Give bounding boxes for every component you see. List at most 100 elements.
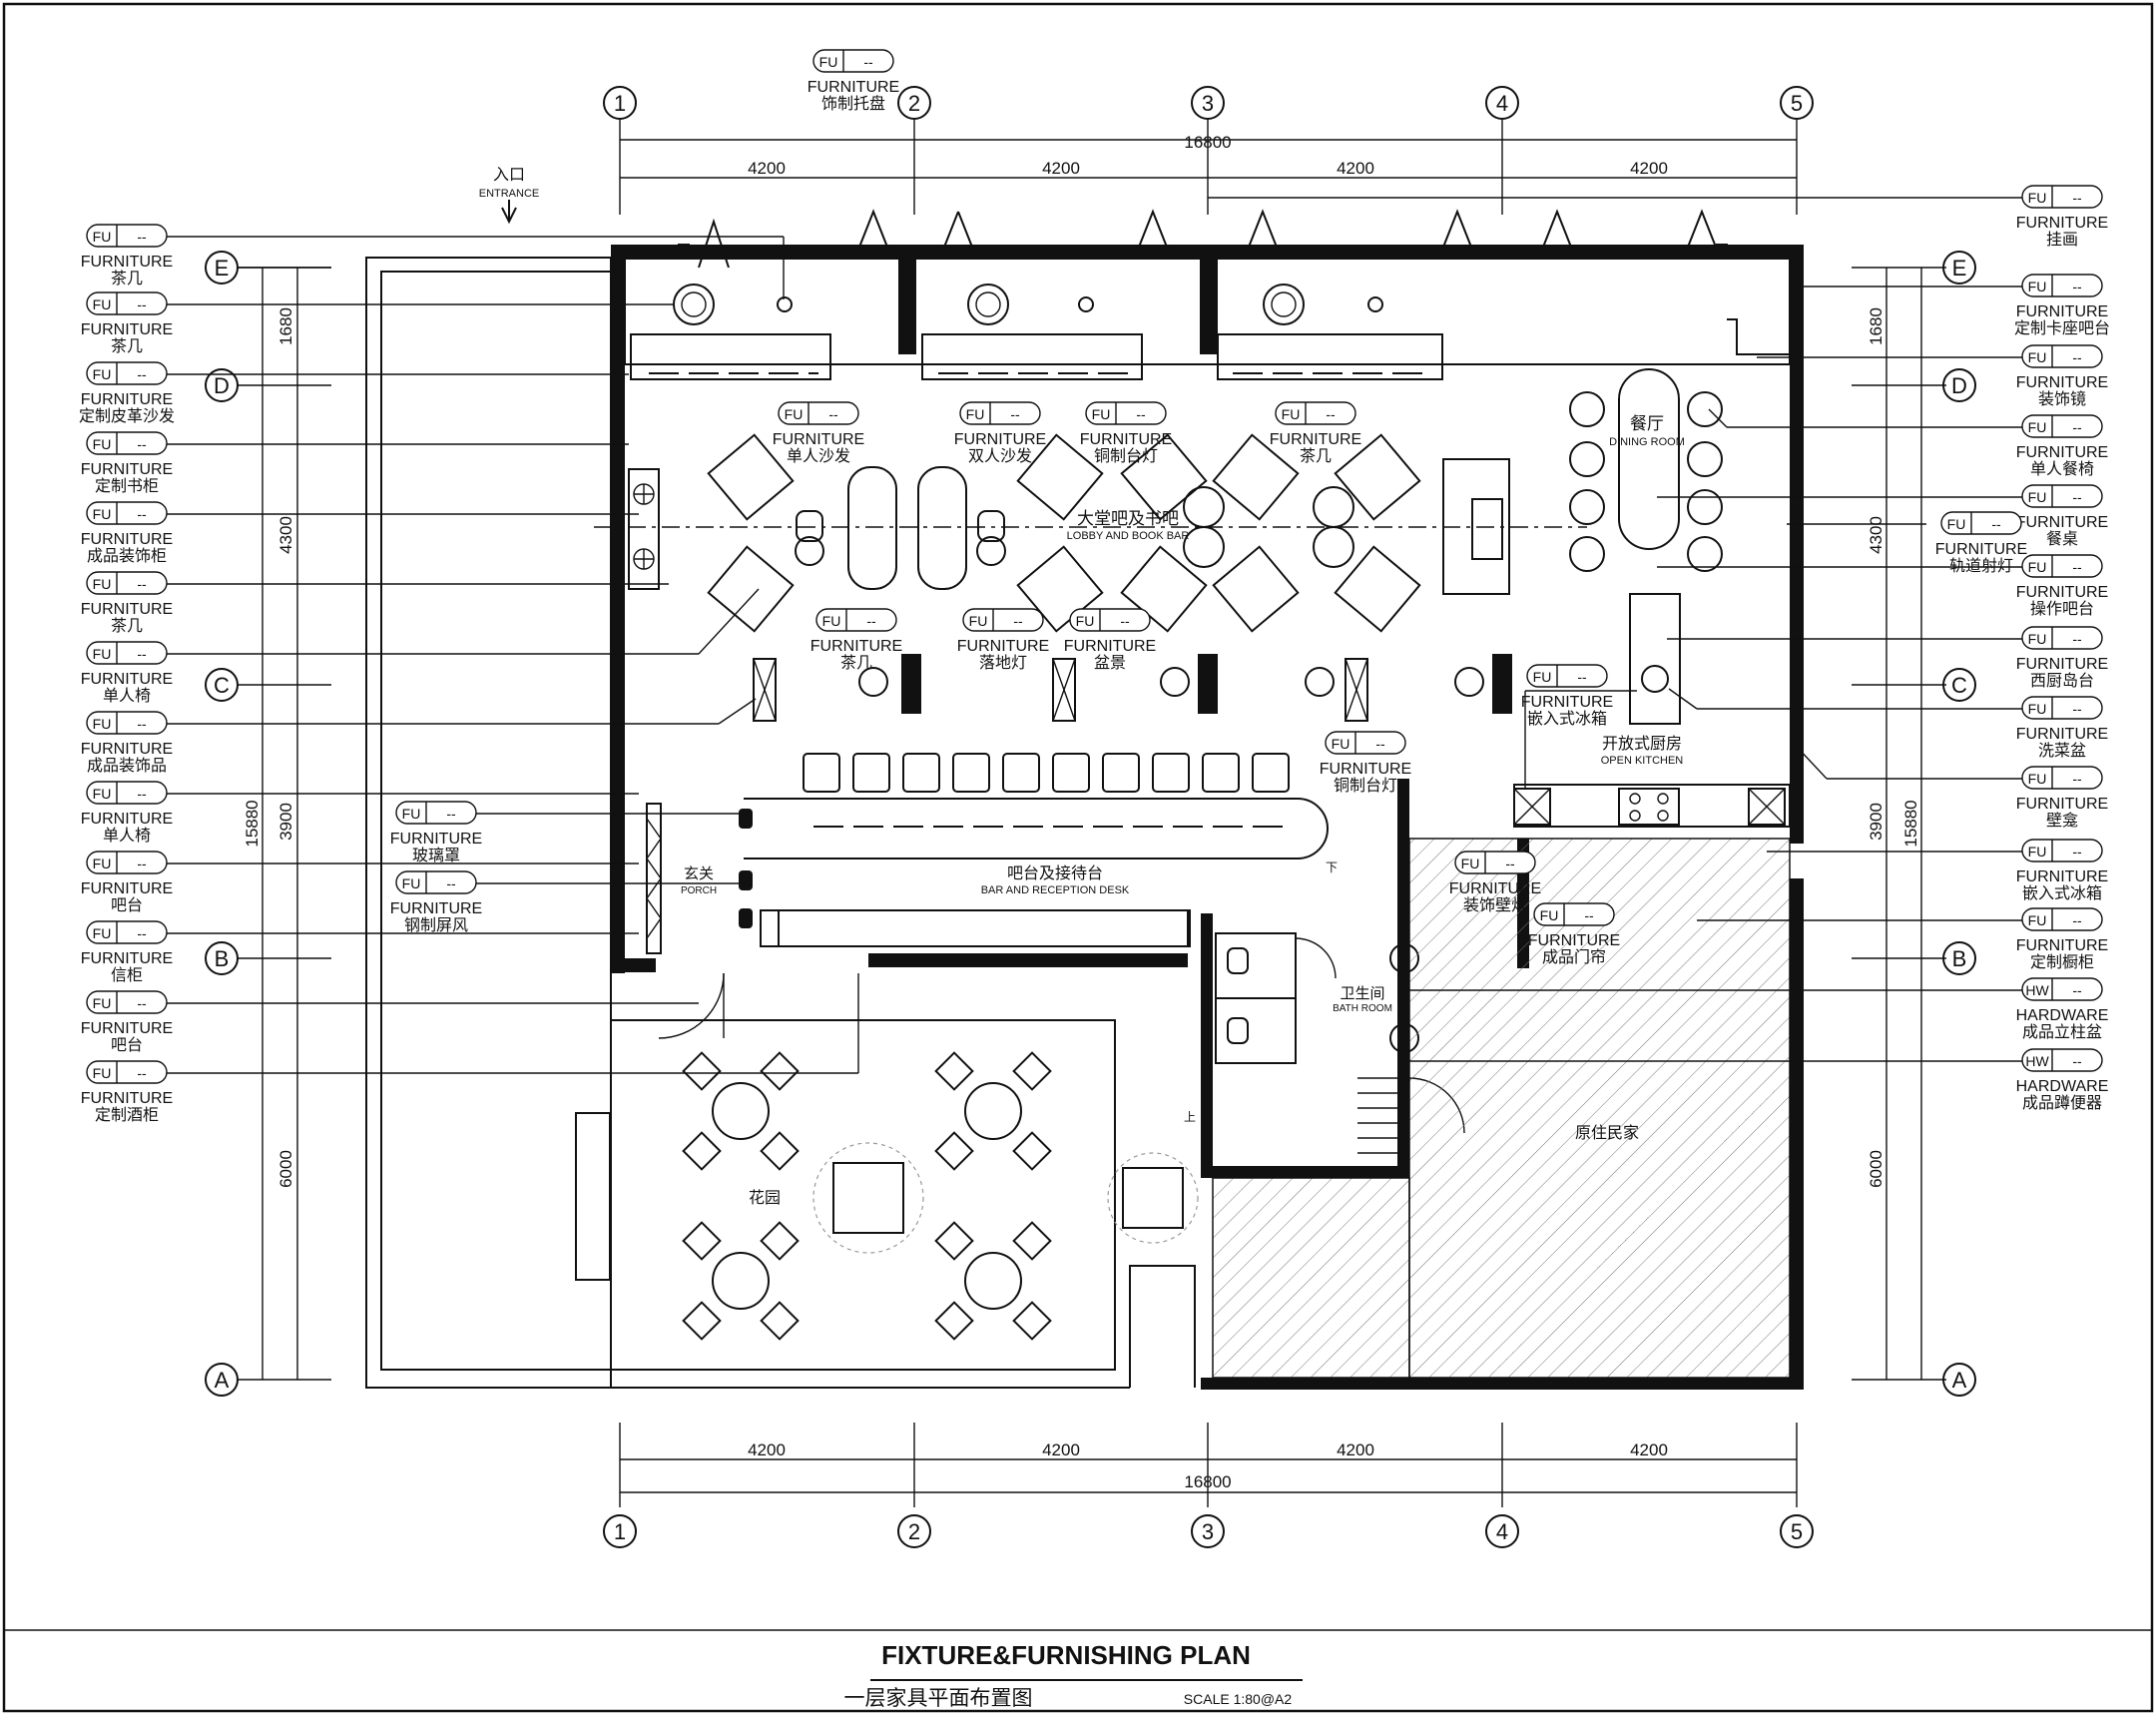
tag-planter-code: FU	[1076, 613, 1095, 629]
tag-door-curtain-category: FURNITURE	[1528, 932, 1620, 949]
tag-left-7-code: FU	[93, 646, 112, 662]
tag-deco-lamp-category: FURNITURE	[1449, 880, 1541, 897]
tag-right-8-category: FURNITURE	[2016, 726, 2108, 743]
tag-top-tray-label: 饰制托盘	[821, 94, 885, 113]
dim-left-1: 1680	[276, 307, 295, 345]
tag-steel-screen-label: 钢制屏风	[404, 915, 468, 934]
tag-left-2-dash: --	[137, 296, 147, 312]
tag-right-1-category: FURNITURE	[2016, 215, 2108, 232]
dim-right-2: 4300	[1867, 516, 1886, 554]
axis-bubble-col-1-bottom: 1	[603, 1514, 637, 1548]
tag-right-4-code: FU	[2028, 419, 2047, 435]
tag-left-4-dash: --	[137, 436, 147, 452]
tag-left-10-code: FU	[93, 856, 112, 871]
porch-screen	[646, 803, 753, 1039]
tag-floor-lamp-category: FURNITURE	[957, 638, 1049, 655]
svg-text:1: 1	[614, 1519, 626, 1544]
axis-bubble-row-E-right: E	[1942, 251, 1976, 285]
tag-right-11-category: FURNITURE	[2016, 937, 2108, 954]
lobby-planters	[753, 654, 1512, 722]
tag-left-1-category: FURNITURE	[81, 254, 173, 271]
tag-left-10-category: FURNITURE	[81, 880, 173, 897]
svg-text:E: E	[215, 256, 230, 281]
plan-scale: SCALE 1:80@A2	[1184, 1691, 1293, 1707]
tag-copper-lamp-top-category: FURNITURE	[1080, 431, 1172, 448]
wall-windows	[678, 209, 1728, 269]
kitchen-counter	[1513, 784, 1791, 828]
dim-top-1: 4200	[748, 159, 786, 178]
tag-left-1-label: 茶几	[111, 269, 143, 287]
tag-copper-lamp-top-code: FU	[1092, 406, 1111, 422]
svg-text:D: D	[214, 373, 230, 398]
tag-left-1-dash: --	[137, 229, 147, 245]
tag-right-10-label: 嵌入式冰箱	[2022, 883, 2102, 902]
dim-bottom-3: 4200	[1337, 1440, 1374, 1459]
tag-left-6-code: FU	[93, 576, 112, 592]
tag-left-5-label: 成品装饰柜	[87, 546, 167, 565]
tag-left-2-label: 茶几	[111, 336, 143, 355]
dining-area	[1442, 318, 1790, 725]
tag-right-track-light-label: 轨道射灯	[1949, 556, 2013, 575]
tag-left-13-code: FU	[93, 1065, 112, 1081]
tag-single-sofa-label: 单人沙发	[787, 446, 850, 465]
tag-left-1-code: FU	[93, 229, 112, 245]
dim-bottom-2: 4200	[1042, 1440, 1080, 1459]
room-neighbor-cn: 原住民家	[1575, 1123, 1639, 1142]
tag-coffee-table-mid-code: FU	[1282, 406, 1301, 422]
tag-left-7-category: FURNITURE	[81, 671, 173, 688]
room-garden-cn: 花园	[749, 1188, 781, 1207]
tag-glass-hood-code: FU	[402, 806, 421, 822]
tag-right-3-label: 装饰镜	[2038, 389, 2086, 408]
tag-steel-screen-code: FU	[402, 875, 421, 891]
axis-bubble-col-5-bottom: 5	[1780, 1514, 1814, 1548]
tag-steel-screen-category: FURNITURE	[390, 900, 482, 917]
dim-left-2: 4300	[276, 516, 295, 554]
svg-text:4: 4	[1496, 91, 1508, 116]
tag-coffee-table-low-label: 茶几	[840, 653, 872, 672]
svg-text:D: D	[1951, 373, 1967, 398]
axis-bubble-col-2: 2	[897, 86, 931, 120]
tag-right-track-light-dash: --	[1991, 516, 2001, 532]
dim-left-total: 15880	[243, 800, 262, 847]
dim-top-4: 4200	[1630, 159, 1668, 178]
leader-lines	[167, 197, 2022, 1074]
svg-text:4: 4	[1496, 1519, 1508, 1544]
axis-bubble-row-D-left: D	[205, 368, 239, 402]
dim-left-3: 3900	[276, 803, 295, 841]
dim-top-2: 4200	[1042, 159, 1080, 178]
tag-single-sofa-category: FURNITURE	[773, 431, 864, 448]
row-axis-left: 1680 4300 3900 6000 15880 E D C B A	[205, 251, 331, 1397]
tag-left-3-category: FURNITURE	[81, 391, 173, 408]
tag-right-6-code: FU	[2028, 559, 2047, 575]
tag-left-5-category: FURNITURE	[81, 531, 173, 548]
dim-bottom-1: 4200	[748, 1440, 786, 1459]
tag-right-9-label: 壁龛	[2046, 811, 2078, 830]
entrance-label-en: ENTRANCE	[479, 188, 540, 200]
tag-right-13-category: HARDWARE	[2016, 1078, 2109, 1095]
tag-left-4-category: FURNITURE	[81, 461, 173, 478]
tag-steel-screen-dash: --	[446, 875, 456, 891]
room-porch-en: PORCH	[681, 885, 717, 896]
tag-copper-lamp-bar-category: FURNITURE	[1320, 761, 1411, 778]
tag-coffee-table-low-dash: --	[866, 613, 876, 629]
tag-floor-lamp-code: FU	[969, 613, 988, 629]
tag-right-4-dash: --	[2072, 419, 2082, 435]
tag-right-1-code: FU	[2028, 190, 2047, 206]
tag-left-13-category: FURNITURE	[81, 1090, 173, 1107]
tag-copper-lamp-bar-label: 铜制台灯	[1334, 776, 1397, 795]
